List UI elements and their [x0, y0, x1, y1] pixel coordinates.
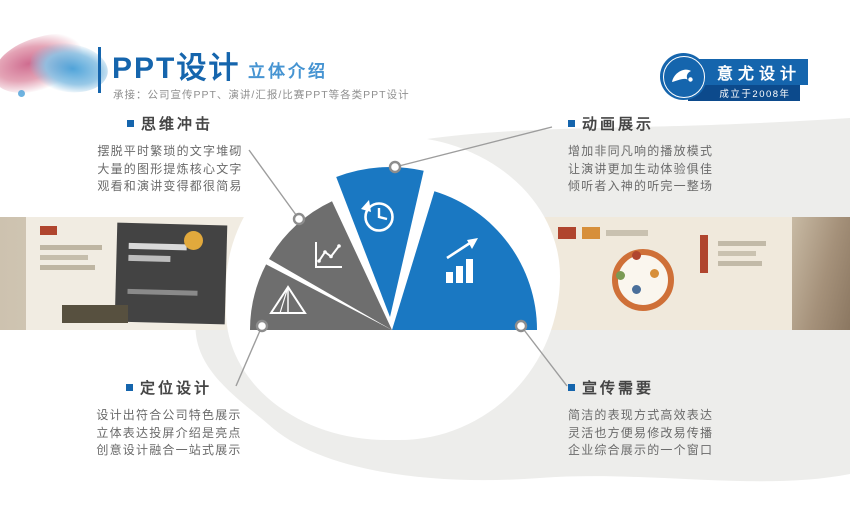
callout-top-right: 动画展示 增加非同凡响的播放模式 让演讲更加生动体验俱佳 倾听者入神的听完一整场: [568, 113, 758, 196]
brand-logo: [660, 53, 707, 100]
page-tagline: 承接：公司宣传PPT、演讲/汇报/比赛PPT等各类PPT设计: [113, 89, 410, 101]
callout-line: 摆脱平时繁琐的文字堆砌: [97, 144, 243, 158]
strip-left-slide: [26, 217, 262, 330]
strip-decor-text-bar: [40, 255, 88, 260]
callout-title: 动画展示: [582, 116, 655, 133]
strip-right-slide: [540, 217, 850, 330]
strip-decor-text-bar: [40, 265, 95, 270]
brand-logo-glyph-icon: [672, 69, 693, 82]
fan-backdrop-blob: [226, 136, 560, 440]
callout-line: 灵活也方便易修改易传播: [568, 425, 714, 440]
strip-decor-wall: [792, 217, 850, 330]
callout-body: 摆脱平时繁琐的文字堆砌 大量的图形提炼核心文字 观看和演讲变得都很简易: [86, 143, 254, 196]
callout-body: 增加非同凡响的播放模式 让演讲更加生动体验俱佳 倾听者入神的听完一整场: [568, 143, 758, 196]
callout-line: 立体表达投屏介绍是亮点: [96, 425, 242, 440]
callout-line: 大量的图形提炼核心文字: [97, 161, 243, 176]
callout-line: 设计出符合公司特色展示: [96, 408, 242, 422]
strip-decor-text-bar: [40, 245, 102, 250]
callout-bottom-right: 宣传需要 简洁的表现方式高效表达 灵活也方便易修改易传播 企业综合展示的一个窗口: [568, 377, 758, 460]
callout-top-left: 思维冲击 摆脱平时繁琐的文字堆砌 大量的图形提炼核心文字 观看和演讲变得都很简易: [86, 113, 254, 196]
callout-bottom-left: 定位设计 设计出符合公司特色展示 立体表达投屏介绍是亮点 创意设计融合一站式展示: [84, 377, 254, 460]
strip-decor-dark-card: [114, 222, 228, 325]
bullet-square-icon: [568, 384, 575, 391]
watercolor-splash: [0, 26, 118, 104]
callout-heading: 思维冲击: [86, 113, 254, 134]
callout-body: 设计出符合公司特色展示 立体表达投屏介绍是亮点 创意设计融合一站式展示: [84, 407, 254, 460]
brand-badge: 意尤设计 成立于2008年: [660, 52, 820, 104]
title-accent-line: [98, 47, 101, 93]
bullet-square-icon: [568, 120, 575, 127]
brand-established: 成立于2008年: [688, 85, 800, 101]
brand-name: 意尤设计: [688, 59, 808, 85]
page-subtitle: 立体介绍: [248, 62, 328, 81]
callout-line: 让演讲更加生动体验俱佳: [568, 161, 714, 176]
bullet-square-icon: [125, 384, 133, 391]
callout-title: 宣传需要: [582, 380, 655, 397]
strip-decor-footer-block: [62, 305, 128, 323]
callout-title: 思维冲击: [140, 116, 213, 133]
page-title: PPT设计: [112, 52, 241, 85]
callout-line: 增加非同凡响的播放模式: [568, 144, 714, 158]
callout-line: 企业综合展示的一个窗口: [568, 443, 714, 457]
callout-line: 简洁的表现方式高效表达: [568, 408, 714, 422]
callout-body: 简洁的表现方式高效表达 灵活也方便易修改易传播 企业综合展示的一个窗口: [568, 407, 758, 460]
callout-heading: 动画展示: [568, 113, 758, 134]
strip-decor-red-block: [40, 226, 57, 235]
callout-line: 观看和演讲变得都很简易: [97, 179, 243, 193]
callout-heading: 定位设计: [84, 377, 254, 398]
callout-line: 倾听者入神的听完一整场: [568, 179, 714, 193]
bullet-square-icon: [126, 120, 134, 127]
strip-decor-yellow-dot: [184, 231, 203, 250]
callout-line: 创意设计融合一站式展示: [96, 443, 242, 457]
callout-heading: 宣传需要: [568, 377, 758, 398]
callout-title: 定位设计: [139, 380, 212, 397]
strip-decor-ring-diagram: [612, 249, 674, 311]
